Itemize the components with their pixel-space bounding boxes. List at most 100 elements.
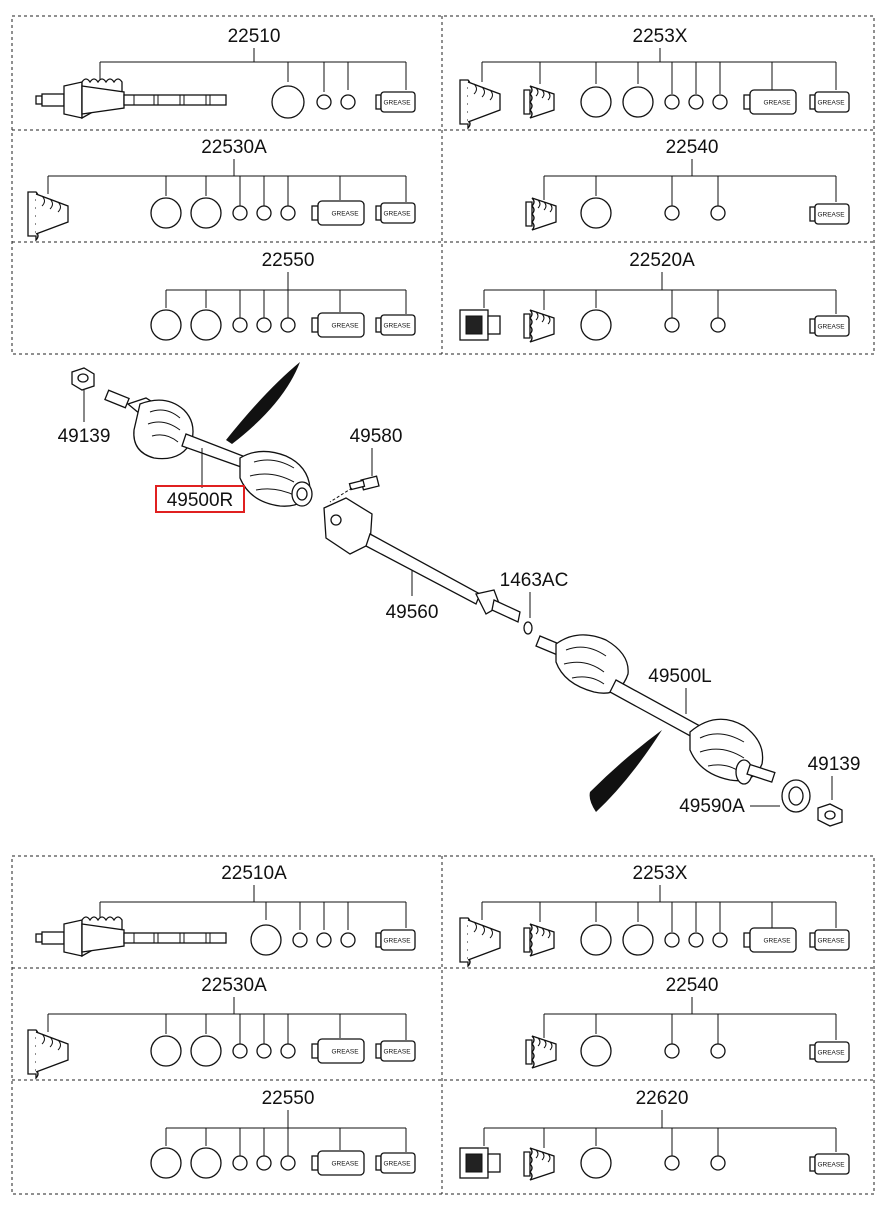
clamp-ring-icon	[688, 932, 704, 948]
boot-small-icon	[523, 923, 555, 957]
boot-large-icon	[27, 1029, 69, 1079]
clamp-ring-icon	[710, 317, 726, 333]
boot-clamp-large-icon	[190, 1147, 222, 1179]
grease-label: GREASE	[817, 212, 845, 219]
drive-shaft-left-icon	[535, 634, 776, 785]
outer-cv-joint-icon	[35, 916, 227, 957]
kit-22550: 22550 GREASE GREASE	[150, 250, 416, 341]
grease-label: GREASE	[331, 323, 359, 330]
boot-clamp-large-icon	[580, 924, 612, 956]
boot-large-icon	[459, 79, 501, 129]
kit-22510: 22510 GREASE	[35, 26, 416, 119]
exploded-drive-shaft-view: 49139 49500R 49580	[58, 362, 861, 827]
boot-clamp-large-icon	[580, 309, 612, 341]
clamp-ring-icon	[316, 94, 332, 110]
clamp-ring-icon	[340, 94, 356, 110]
boot-clamp-large-icon	[271, 85, 305, 119]
kit-label-22530A-bottom: 22530A	[201, 975, 267, 996]
kit-label-22510: 22510	[228, 26, 281, 47]
kit-22520A: 22520A GREASE	[459, 250, 850, 343]
clamp-ring-icon	[710, 1155, 726, 1171]
kit-22620: 22620 GREASE	[459, 1088, 850, 1181]
kit-label-22620: 22620	[636, 1088, 689, 1109]
callout-bearing: 49590A	[679, 796, 745, 817]
kit-label-22540: 22540	[666, 137, 719, 158]
highlight-box-49500R	[155, 485, 245, 513]
clamp-ring-icon	[664, 205, 680, 221]
boot-clamp-large-icon	[580, 86, 612, 118]
clamp-ring-icon	[664, 94, 680, 110]
grease-label: GREASE	[817, 324, 845, 331]
callout-snap-ring: 1463AC	[500, 570, 569, 591]
clamp-ring-icon	[664, 1155, 680, 1171]
boot-clamp-large-icon	[150, 309, 182, 341]
clamp-ring-icon	[280, 205, 296, 221]
boot-small-icon	[525, 197, 557, 231]
boot-small-icon	[525, 1035, 557, 1069]
boot-clamp-large-icon	[190, 197, 222, 229]
grease-label: GREASE	[383, 938, 411, 945]
drive-shaft-right-icon	[104, 389, 313, 507]
clamp-ring-icon	[710, 205, 726, 221]
callout-shaft-left: 49500L	[648, 666, 711, 687]
boot-clamp-large-icon	[150, 1147, 182, 1179]
boot-clamp-large-icon	[622, 86, 654, 118]
clamp-ring-icon	[710, 1043, 726, 1059]
nut-left-icon	[71, 367, 95, 391]
kit-frame-bottom	[11, 855, 875, 1195]
kit-22510A: 22510A GREASE	[35, 863, 416, 957]
clamp-ring-icon	[712, 94, 728, 110]
kit-22530A-bottom: 22530A GREASE GREASE	[27, 975, 416, 1079]
grease-label: GREASE	[817, 1162, 845, 1169]
kit-label-22550-bottom: 22550	[262, 1088, 315, 1109]
clamp-ring-icon	[280, 317, 296, 333]
callout-nut-right: 49139	[808, 754, 861, 775]
boot-clamp-large-icon	[580, 1147, 612, 1179]
kit-label-2253X: 2253X	[633, 26, 688, 47]
boot-clamp-large-icon	[622, 924, 654, 956]
kit-22540: 22540 GREASE	[525, 137, 850, 231]
clamp-ring-icon	[664, 932, 680, 948]
inner-tripod-joint-icon	[459, 309, 501, 341]
swoosh-arrow-icon	[589, 730, 662, 812]
clamp-ring-icon	[664, 1043, 680, 1059]
boot-large-icon	[27, 191, 69, 241]
kit-label-22530A: 22530A	[201, 137, 267, 158]
clamp-ring-icon	[232, 1043, 248, 1059]
grease-label: GREASE	[331, 1049, 359, 1056]
clamp-ring-icon	[232, 317, 248, 333]
kit-22550-bottom: 22550 GREASE GREASE	[150, 1088, 416, 1179]
boot-small-icon	[523, 1147, 555, 1181]
clamp-ring-icon	[256, 317, 272, 333]
clamp-ring-icon	[664, 317, 680, 333]
grease-label: GREASE	[331, 1161, 359, 1168]
clamp-ring-icon	[340, 932, 356, 948]
grease-label: GREASE	[331, 211, 359, 218]
boot-small-icon	[523, 85, 555, 119]
kit-label-22540-bottom: 22540	[666, 975, 719, 996]
grease-label: GREASE	[383, 211, 411, 218]
boot-large-icon	[459, 917, 501, 967]
boot-clamp-large-icon	[150, 1035, 182, 1067]
kit-label-22550: 22550	[262, 250, 315, 271]
kit-frame-top	[11, 15, 875, 355]
clamp-ring-icon	[232, 205, 248, 221]
grease-label: GREASE	[817, 938, 845, 945]
clamp-ring-icon	[292, 932, 308, 948]
clamp-ring-icon	[712, 932, 728, 948]
swoosh-arrow-icon	[226, 362, 300, 444]
intermediate-shaft-icon	[323, 497, 521, 623]
clamp-ring-icon	[256, 1155, 272, 1171]
grease-label: GREASE	[383, 100, 411, 107]
clamp-ring-icon	[280, 1155, 296, 1171]
kit-label-22510A: 22510A	[221, 863, 287, 884]
grease-label: GREASE	[763, 938, 791, 945]
boot-small-icon	[523, 309, 555, 343]
clamp-ring-icon	[280, 1043, 296, 1059]
boot-clamp-large-icon	[580, 1035, 612, 1067]
kit-label-2253X-bottom: 2253X	[633, 863, 688, 884]
inner-tripod-joint-icon	[459, 1147, 501, 1179]
grease-label: GREASE	[383, 323, 411, 330]
grease-label: GREASE	[817, 1050, 845, 1057]
